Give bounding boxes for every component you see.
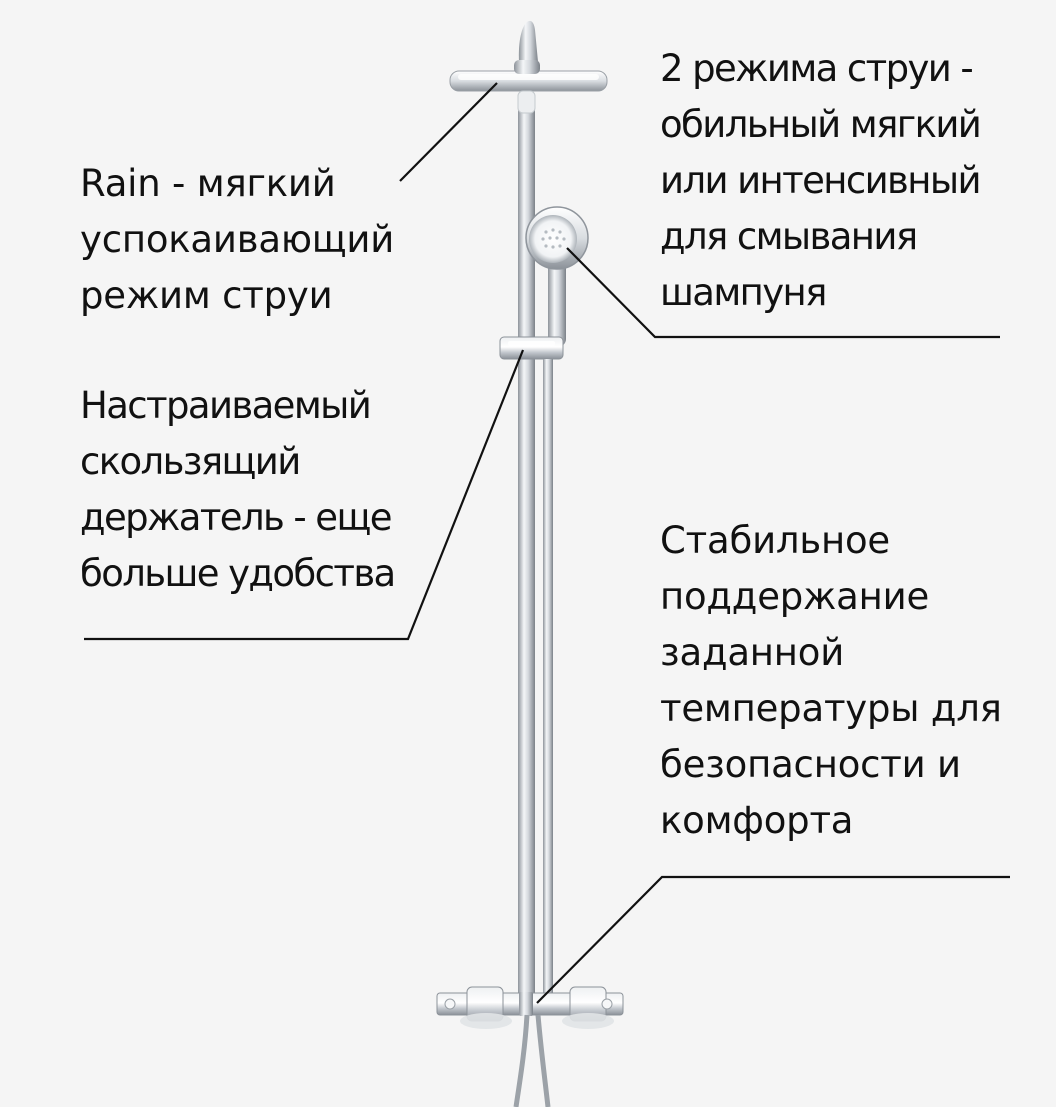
callout-rain-mode-line-1: Rain - мягкий xyxy=(80,162,336,205)
callout-thermostat-line-5: безопасности и xyxy=(660,743,961,786)
callout-thermostat-line-3: заданной xyxy=(660,631,845,674)
leader-line-two-modes xyxy=(566,247,1000,339)
leader-lines xyxy=(84,82,1010,1004)
hand-shower-icon xyxy=(525,206,589,347)
callout-two-modes-line-4: для смывания xyxy=(660,215,918,258)
callout-rain-mode: Rain - мягкий успокаивающий режим струи xyxy=(80,156,394,324)
shower-head-icon xyxy=(449,60,608,114)
callout-two-modes: 2 режима струи - обильный мягкий или инт… xyxy=(660,41,982,321)
callout-slider-line-2: скользящий xyxy=(80,440,301,483)
callout-two-modes-line-5: шампуня xyxy=(660,271,827,314)
callout-slider-line-4: больше удобства xyxy=(80,552,396,595)
leader-line-thermostat xyxy=(536,875,1010,1004)
callout-two-modes-line-2: обильный мягкий xyxy=(660,103,982,146)
callout-rain-mode-line-2: успокаивающий xyxy=(80,218,395,261)
callout-slider-line-3: держатель - еще xyxy=(80,496,392,539)
slide-rail xyxy=(543,359,553,999)
slider-bracket-icon xyxy=(499,336,564,360)
callout-slider: Настраиваемый скользящий держатель - еще… xyxy=(80,378,396,602)
callout-thermostat-line-1: Стабильное xyxy=(660,519,890,562)
riser-pipe xyxy=(518,95,535,1000)
leader-line-slider xyxy=(84,349,525,641)
callout-two-modes-line-3: или интенсивный xyxy=(660,159,982,202)
callout-thermostat-line-4: температуры для xyxy=(660,687,1002,730)
gooseneck-arm xyxy=(518,20,538,63)
shower-hose xyxy=(513,1014,551,1107)
thermostat-icon xyxy=(436,986,624,1029)
callout-thermostat: Стабильное поддержание заданной температ… xyxy=(660,513,1002,849)
callout-thermostat-line-6: комфорта xyxy=(660,799,854,842)
leader-line-rain xyxy=(399,82,498,182)
callout-thermostat-line-2: поддержание xyxy=(660,575,930,618)
callout-slider-line-1: Настраиваемый xyxy=(80,384,372,427)
callout-two-modes-line-1: 2 режима струи - xyxy=(660,47,974,90)
callout-rain-mode-line-3: режим струи xyxy=(80,274,333,317)
